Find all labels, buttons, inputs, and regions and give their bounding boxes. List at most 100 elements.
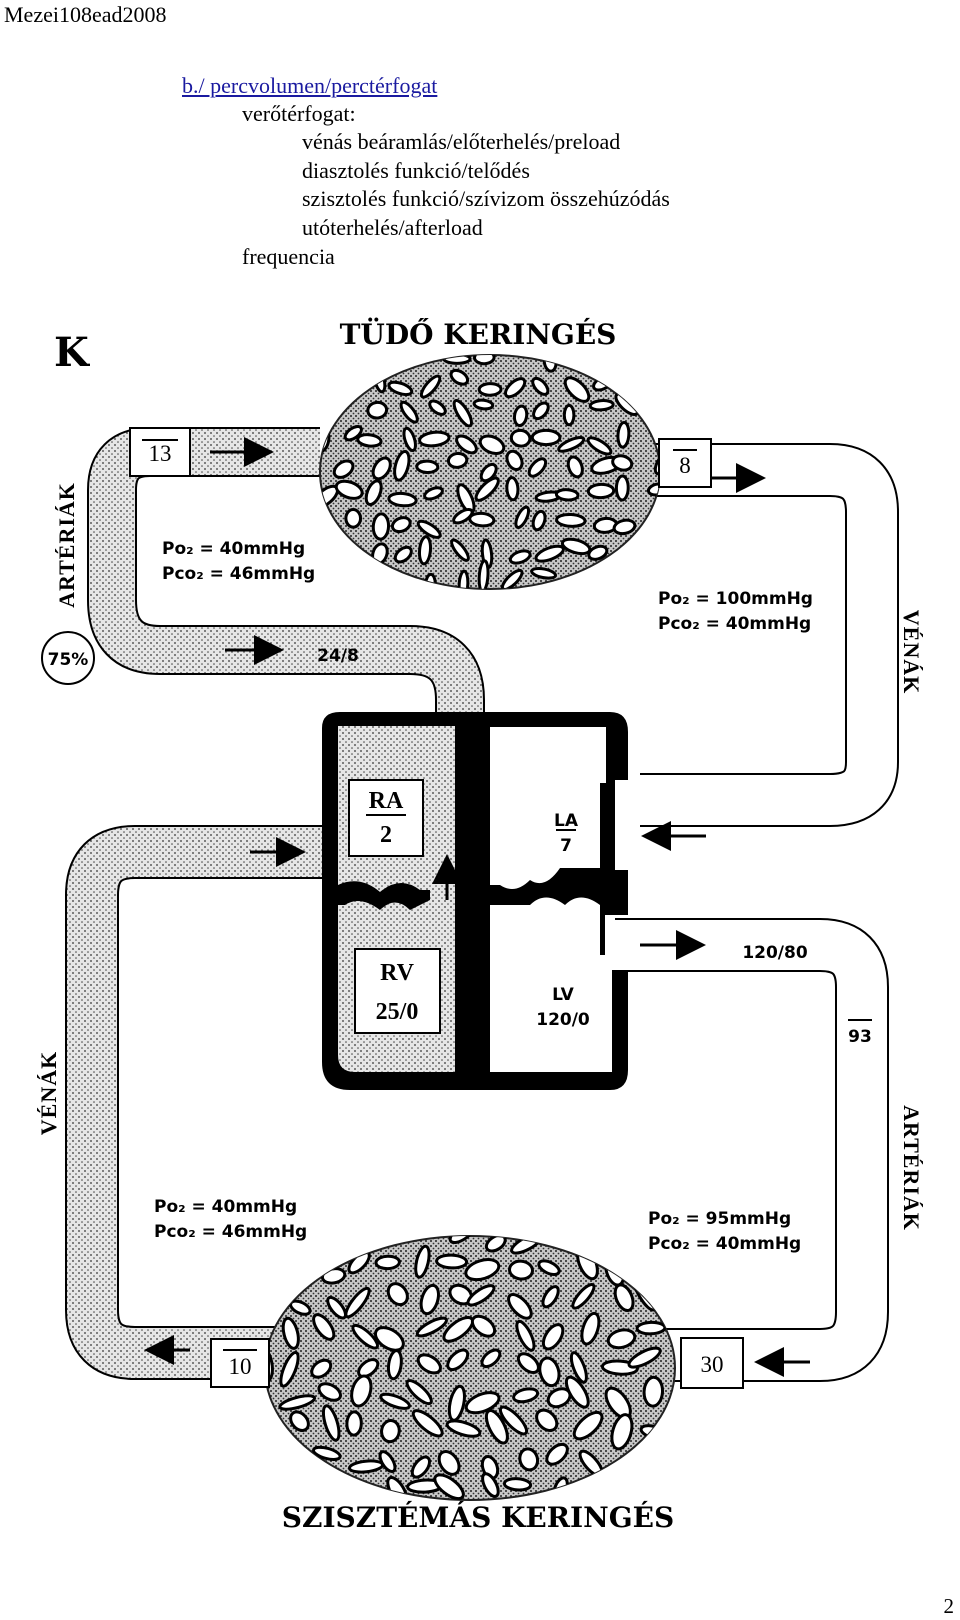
capillary-blob [402, 426, 417, 453]
capillary-blob [504, 377, 527, 399]
pulmonary-artery-po2: Po₂ = 40mmHg [162, 539, 305, 559]
capillary-blob [437, 1449, 461, 1476]
capillary-blob [371, 512, 391, 541]
capillary-blob [614, 474, 630, 502]
pulmonary-artery [89, 429, 483, 830]
capillary-blob [393, 450, 411, 482]
capillary-blob [399, 400, 419, 424]
capillary-blob [627, 1346, 662, 1369]
capillary-blob [514, 505, 531, 529]
aorta-mean: 93 [848, 1027, 872, 1047]
capillary-blob [466, 1284, 496, 1307]
capillary-blob [481, 1472, 500, 1498]
capillary-blob [530, 566, 558, 580]
capillary-blob [610, 1413, 634, 1451]
capillary-blob [424, 572, 437, 589]
capillary-blob [428, 399, 447, 416]
systemic-artery-po2: Po₂ = 95mmHg [648, 1209, 791, 1229]
capillary-blob [587, 544, 609, 561]
outline-heading: b./ percvolumen/perctérfogat [182, 73, 438, 98]
veins-right-label: VÉNÁK [899, 610, 924, 694]
capillary-blob [484, 1409, 509, 1445]
la-value: 7 [560, 836, 572, 856]
pulmonary-artery-mean: 13 [149, 441, 172, 466]
capillary-blob [415, 459, 440, 475]
capillary-blob [343, 425, 363, 442]
capillary-blob [535, 1408, 559, 1433]
arteries-left-label: ARTÉRIÁK [54, 482, 79, 608]
document-id: Mezei108ead2008 [4, 2, 167, 27]
capillary-blob [416, 519, 442, 539]
capillary-blob [357, 1358, 380, 1379]
systemic-vein-outline [65, 825, 335, 1380]
capillary-blob [588, 399, 615, 412]
capillary-blob [478, 434, 506, 456]
capillary-blob [480, 1348, 502, 1369]
capillary-blob [379, 1392, 411, 1410]
capillary-blob [445, 1419, 482, 1438]
capillary-blob [414, 1244, 431, 1279]
capillary-blob [423, 486, 444, 501]
ra-box: RA 2 [348, 779, 424, 857]
capillary-blob [468, 511, 496, 528]
capillary-blob [530, 428, 562, 447]
capillary-blob [635, 1320, 667, 1336]
pulmonary-artery-mean-box: 13 [129, 427, 191, 477]
capillary-blob [464, 1258, 501, 1282]
capillary-blob [356, 433, 383, 448]
capillary-blob [378, 1450, 397, 1474]
capillary-blob [452, 398, 473, 428]
capillary-blob [350, 1374, 373, 1408]
capillary-blob [516, 1352, 540, 1374]
capillary-blob [502, 1477, 533, 1492]
capillary-blob [569, 1351, 588, 1384]
capillary-blob [446, 1348, 470, 1372]
capillary-blob [410, 1455, 432, 1479]
lv-value: 120/0 [536, 1010, 590, 1030]
capillary-blob [531, 376, 550, 396]
capillary-blob [435, 1253, 469, 1270]
systemic-artery-mean-box: 30 [680, 1337, 744, 1389]
capillary-blob [538, 1356, 561, 1388]
capillary-blob [479, 462, 498, 483]
capillary-blob [278, 1394, 317, 1411]
capillary-blob [455, 434, 478, 455]
capillary-blob [616, 421, 631, 449]
capillary-blob [474, 476, 500, 502]
capillary-blob [572, 1410, 604, 1441]
outline-item-systolic: szisztolés funkció/szívizom összehúzódás [302, 186, 670, 211]
capillary-blob [557, 436, 586, 453]
capillary-blob [450, 538, 470, 562]
capillary-blob [281, 1316, 300, 1350]
capillary-blob [532, 401, 550, 421]
pulmonary-vein-mean: 8 [679, 453, 691, 478]
pulmonary-artery-pco2: Pco₂ = 46mmHg [162, 564, 315, 584]
capillary-blob [449, 368, 470, 386]
capillary-blob [508, 549, 532, 565]
capillary-blob [345, 1410, 363, 1437]
outline-stroke-volume: verőtérfogat: [242, 101, 356, 126]
systemic-veins [67, 827, 335, 1378]
systemic-vein-po2: Po₂ = 40mmHg [154, 1197, 297, 1217]
capillary-blob [373, 1326, 405, 1352]
capillary-blob [477, 382, 503, 397]
pulmonary-vein-pco2: Pco₂ = 40mmHg [658, 614, 811, 634]
pulmonary-vein-po2: Po₂ = 100mmHg [658, 589, 813, 609]
capillary-blob [515, 1319, 536, 1352]
capillary-blob [279, 1350, 300, 1388]
saturation-circle [41, 631, 95, 685]
systemic-vein-mean-box: 10 [210, 1338, 270, 1388]
capillary-blob [613, 1283, 635, 1312]
capillary-blob [562, 403, 576, 427]
capillary-blob [326, 1295, 347, 1320]
rv-label: RV [380, 960, 414, 986]
capillary-blob [312, 1313, 336, 1341]
capillary-blob [464, 1391, 501, 1415]
capillary-blob [563, 376, 591, 403]
capillary-blob [564, 1375, 590, 1409]
capillary-blob [417, 535, 433, 566]
capillary-blob [416, 1353, 442, 1375]
capillary-blob [457, 569, 470, 589]
veins-left-label: VÉNÁK [36, 1051, 61, 1135]
